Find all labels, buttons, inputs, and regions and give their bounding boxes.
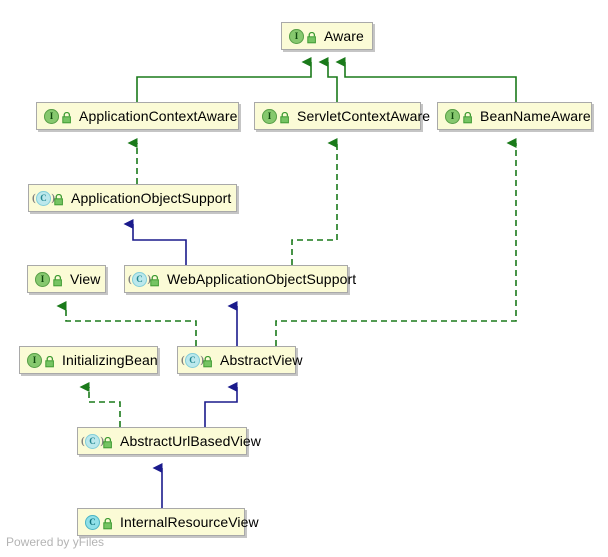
- uml-node-absurlview[interactable]: C() AbstractUrlBasedView: [77, 427, 261, 455]
- edge-beannameaware-to-aware: [335, 57, 517, 102]
- lock-icon: [280, 111, 291, 124]
- uml-node-label: ApplicationContextAware: [79, 108, 238, 124]
- uml-node-label: WebApplicationObjectSupport: [167, 271, 357, 287]
- edge-absurlbasedview-to-abstractview: [204, 382, 238, 427]
- edge-appcontextaware-to-aware: [136, 57, 312, 102]
- lock-icon: [45, 355, 56, 368]
- interface-icon: I: [44, 108, 59, 124]
- uml-node-label: BeanNameAware: [480, 108, 591, 124]
- abstract-class-icon: C(): [128, 271, 151, 287]
- uml-node-label: InternalResourceView: [120, 514, 259, 530]
- lock-icon: [307, 31, 318, 44]
- lock-icon: [150, 274, 161, 287]
- abstract-class-icon: C(): [32, 190, 55, 206]
- lock-icon: [203, 355, 214, 368]
- uml-node-initbean[interactable]: I InitializingBean: [19, 346, 158, 374]
- interface-icon: I: [27, 352, 42, 368]
- uml-node-label: ServletContextAware: [297, 108, 431, 124]
- lock-icon: [103, 517, 114, 530]
- uml-node-label: InitializingBean: [62, 352, 158, 368]
- uml-node-label: AbstractUrlBasedView: [120, 433, 262, 449]
- interface-icon: I: [289, 28, 304, 44]
- class-icon: C: [85, 514, 100, 530]
- lock-icon: [62, 111, 73, 124]
- uml-node-label: View: [70, 271, 101, 287]
- yfiles-watermark: Powered by yFiles: [6, 535, 105, 549]
- uml-node-webappobjsup[interactable]: C() WebApplicationObjectSupport: [124, 265, 356, 293]
- uml-node-svletctxaware[interactable]: I ServletContextAware: [254, 102, 430, 130]
- edge-abstractview-to-beannameaware: [275, 138, 517, 346]
- edge-abstractview-to-view: [56, 301, 197, 346]
- uml-node-appobjsupport[interactable]: C() ApplicationObjectSupport: [28, 184, 237, 212]
- uml-node-abstractview[interactable]: C() AbstractView: [177, 346, 303, 374]
- uml-node-beannameaware[interactable]: I BeanNameAware: [437, 102, 592, 130]
- interface-icon: I: [35, 271, 50, 287]
- edge-servletcontextaware-to-aware: [318, 57, 338, 102]
- lock-icon: [53, 274, 64, 287]
- uml-node-label: ApplicationObjectSupport: [71, 190, 232, 206]
- uml-node-appctxaware[interactable]: I ApplicationContextAware: [36, 102, 239, 130]
- lock-icon: [54, 193, 65, 206]
- uml-node-view[interactable]: I View: [27, 265, 106, 293]
- uml-node-label: Aware: [324, 28, 364, 44]
- interface-icon: I: [445, 108, 460, 124]
- uml-node-aware[interactable]: I Aware: [281, 22, 373, 50]
- abstract-class-icon: C(): [81, 433, 104, 449]
- uml-node-label: AbstractView: [220, 352, 303, 368]
- edge-absurlbasedview-to-initializingbean: [79, 382, 121, 427]
- lock-icon: [103, 436, 114, 449]
- lock-icon: [463, 111, 474, 124]
- edge-webappobjectsupport-to-appobjectsupport: [123, 219, 187, 265]
- abstract-class-icon: C(): [181, 352, 204, 368]
- interface-icon: I: [262, 108, 277, 124]
- uml-node-intresview[interactable]: C InternalResourceView: [77, 508, 259, 536]
- edge-webappobjectsupport-to-servletcontextaware: [291, 138, 338, 265]
